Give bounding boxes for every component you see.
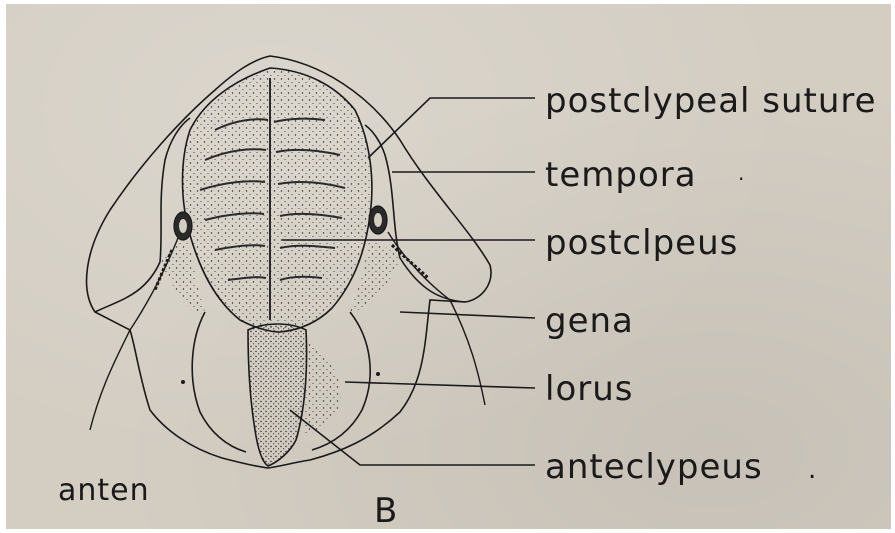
antenna-right — [388, 232, 485, 405]
left-lorus-edge — [192, 312, 246, 452]
head-outline — [87, 56, 491, 468]
leader-postclypeal-suture — [368, 98, 535, 158]
right-socket-highlight — [374, 213, 382, 227]
anteclypeus-trailing-mark: . — [808, 455, 817, 485]
label-postclypeal: postclypeal suture — [545, 81, 877, 121]
label-anten: anten — [58, 473, 150, 508]
leader-gena — [400, 312, 535, 318]
right-lorus-shading — [300, 340, 341, 435]
label-tempora: tempora — [545, 155, 697, 195]
panel-letter: B — [374, 491, 398, 531]
left-socket-highlight — [179, 219, 187, 233]
label-anteclypeus: anteclypeus — [545, 447, 763, 487]
leader-lorus — [345, 382, 535, 388]
postclypeus-shield — [183, 68, 372, 332]
antenna-left — [90, 238, 178, 430]
label-lorus: lorus — [545, 369, 634, 409]
label-gena: gena — [545, 301, 634, 341]
tempora-trailing-mark: . — [738, 161, 745, 185]
anteclypeus-plate — [248, 324, 307, 466]
label-postclpeus: postclpeus — [545, 223, 738, 263]
